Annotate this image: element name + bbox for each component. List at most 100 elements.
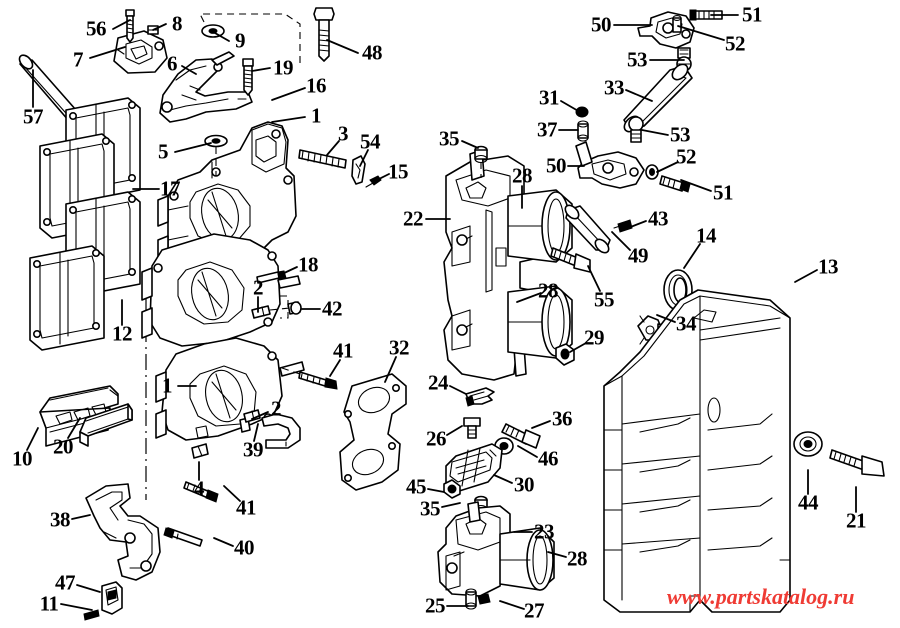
part-47-clamp (101, 581, 123, 615)
leader-line-30 (493, 474, 513, 484)
callout-number-53[interactable]: 53 (670, 122, 691, 147)
callout-number-6[interactable]: 6 (167, 51, 178, 76)
callout-number-55[interactable]: 55 (594, 287, 615, 312)
callout-number-13[interactable]: 13 (818, 254, 839, 279)
callout-number-35[interactable]: 35 (439, 126, 460, 151)
callout-number-17[interactable]: 17 (160, 176, 181, 201)
leader-line-8 (152, 23, 167, 31)
callout-number-39[interactable]: 39 (243, 437, 264, 462)
callout-number-57[interactable]: 57 (23, 104, 44, 129)
part-20-reed-plate (79, 403, 133, 447)
callout-number-29[interactable]: 29 (584, 325, 605, 350)
callout-number-21[interactable]: 21 (846, 508, 867, 533)
callout-number-30[interactable]: 30 (514, 472, 535, 497)
callout-number-14[interactable]: 14 (696, 223, 717, 248)
callout-number-45[interactable]: 45 (406, 474, 427, 499)
callout-number-38[interactable]: 38 (50, 507, 71, 532)
callout-number-44[interactable]: 44 (798, 490, 819, 515)
leader-line-18 (281, 266, 298, 275)
callout-number-1[interactable]: 1 (311, 103, 322, 128)
part-11-screw (83, 609, 100, 621)
part-53-ball-joint-lower (628, 116, 644, 143)
leader-line-49 (611, 231, 631, 251)
callout-number-50[interactable]: 50 (546, 153, 567, 178)
part-4-fitting (191, 443, 209, 459)
callout-number-40[interactable]: 40 (234, 535, 255, 560)
callout-number-28[interactable]: 28 (538, 278, 559, 303)
callout-number-34[interactable]: 34 (676, 311, 697, 336)
callout-number-41[interactable]: 41 (236, 495, 257, 520)
callout-number-42[interactable]: 42 (322, 296, 343, 321)
callout-number-33[interactable]: 33 (604, 75, 625, 100)
callout-number-28[interactable]: 28 (512, 163, 533, 188)
part-49-link-rod (564, 204, 611, 254)
leader-line-46 (517, 445, 538, 458)
callout-number-19[interactable]: 19 (273, 55, 294, 80)
callout-number-3[interactable]: 3 (338, 121, 349, 146)
callout-number-10[interactable]: 10 (12, 446, 33, 471)
callout-number-18[interactable]: 18 (298, 252, 319, 277)
callout-number-56[interactable]: 56 (86, 16, 107, 41)
callout-number-7[interactable]: 7 (73, 47, 84, 72)
callout-number-31[interactable]: 31 (539, 85, 560, 110)
callout-number-52[interactable]: 52 (725, 31, 746, 56)
callout-number-9[interactable]: 9 (235, 28, 246, 53)
part-25-pin (465, 588, 477, 610)
callout-number-27[interactable]: 27 (524, 598, 545, 623)
part-56-screw (125, 9, 135, 43)
callout-number-2[interactable]: 2 (271, 396, 282, 421)
callout-number-35[interactable]: 35 (420, 496, 441, 521)
callout-number-4[interactable]: 4 (194, 476, 205, 501)
callout-number-46[interactable]: 46 (538, 446, 559, 471)
callout-number-37[interactable]: 37 (537, 117, 558, 142)
callout-number-47[interactable]: 47 (55, 570, 76, 595)
part-29-nut (555, 343, 575, 366)
part-40-bolt (163, 527, 203, 547)
callout-number-24[interactable]: 24 (428, 370, 449, 395)
callout-number-43[interactable]: 43 (648, 206, 669, 231)
part-24-clip (465, 387, 495, 407)
leader-line-28 (516, 292, 542, 303)
callout-number-49[interactable]: 49 (628, 243, 649, 268)
callout-number-16[interactable]: 16 (306, 73, 327, 98)
callout-number-23[interactable]: 23 (534, 519, 555, 544)
callout-number-51[interactable]: 51 (713, 180, 734, 205)
part-39-hose (261, 413, 301, 449)
leader-line-32 (384, 356, 397, 383)
callout-number-5[interactable]: 5 (158, 139, 169, 164)
part-37-bushing (577, 120, 589, 142)
leader-line-48 (326, 39, 359, 54)
leader-line-20 (67, 417, 81, 439)
callout-number-36[interactable]: 36 (552, 406, 573, 431)
callout-number-26[interactable]: 26 (426, 426, 447, 451)
leader-line-35 (461, 140, 479, 149)
callout-number-52[interactable]: 52 (676, 144, 697, 169)
callout-number-48[interactable]: 48 (362, 40, 383, 65)
callout-number-8[interactable]: 8 (172, 11, 183, 36)
callout-number-2[interactable]: 2 (253, 275, 264, 300)
callout-number-51[interactable]: 51 (742, 2, 763, 27)
callout-number-28[interactable]: 28 (567, 546, 588, 571)
part-50-throttle-lever-upper (637, 11, 695, 49)
callout-number-50[interactable]: 50 (591, 12, 612, 37)
callout-number-53[interactable]: 53 (627, 47, 648, 72)
leader-line-38 (71, 514, 91, 520)
part-41-bolt-lower (183, 481, 219, 503)
part-28-throttle-bore-lower (507, 285, 573, 359)
leader-line-5 (174, 142, 212, 153)
callout-number-15[interactable]: 15 (388, 159, 409, 184)
callout-number-41[interactable]: 41 (333, 338, 354, 363)
callout-number-11[interactable]: 11 (39, 591, 59, 616)
callout-number-32[interactable]: 32 (389, 335, 410, 360)
callout-number-20[interactable]: 20 (53, 434, 74, 459)
part-46-washer (494, 437, 514, 455)
callout-number-25[interactable]: 25 (425, 593, 446, 618)
part-15-screw (365, 175, 382, 188)
leader-line-26 (446, 425, 463, 436)
callout-number-22[interactable]: 22 (403, 206, 424, 231)
callout-number-1[interactable]: 1 (162, 373, 173, 398)
callout-number-54[interactable]: 54 (360, 129, 381, 154)
leader-line-45 (427, 488, 445, 493)
callout-number-12[interactable]: 12 (112, 321, 133, 346)
part-31-pin (575, 106, 589, 118)
